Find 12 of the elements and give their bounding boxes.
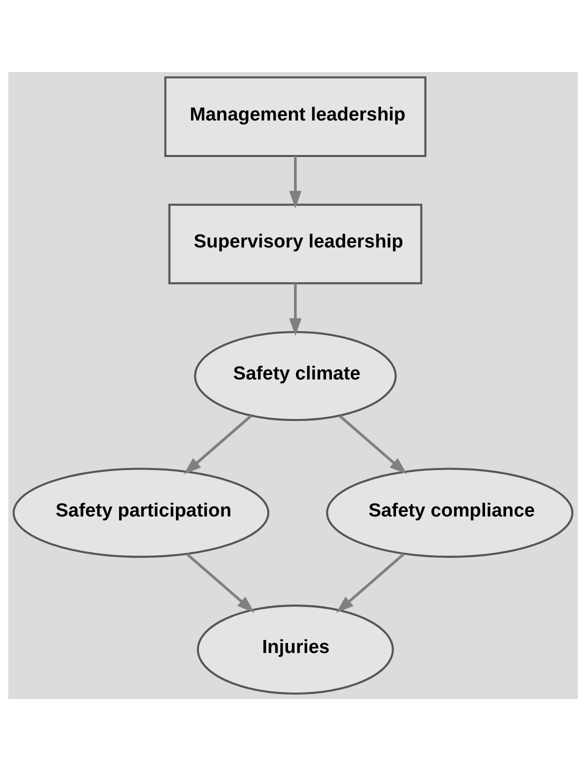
arrow	[289, 283, 302, 336]
arrow	[184, 414, 252, 474]
arrow	[338, 414, 407, 474]
node-ellipse: Injuries	[196, 604, 394, 695]
node-box: Supervisory leadership	[168, 204, 422, 284]
arrow	[289, 156, 302, 208]
node-ellipse: Safety climate	[194, 331, 397, 422]
node-ellipse: Safety participation	[12, 468, 270, 558]
node-ellipse: Safety compliance	[326, 468, 574, 558]
node-box: Management leadership	[164, 76, 426, 157]
arrow	[186, 553, 255, 613]
arrow	[336, 553, 405, 613]
